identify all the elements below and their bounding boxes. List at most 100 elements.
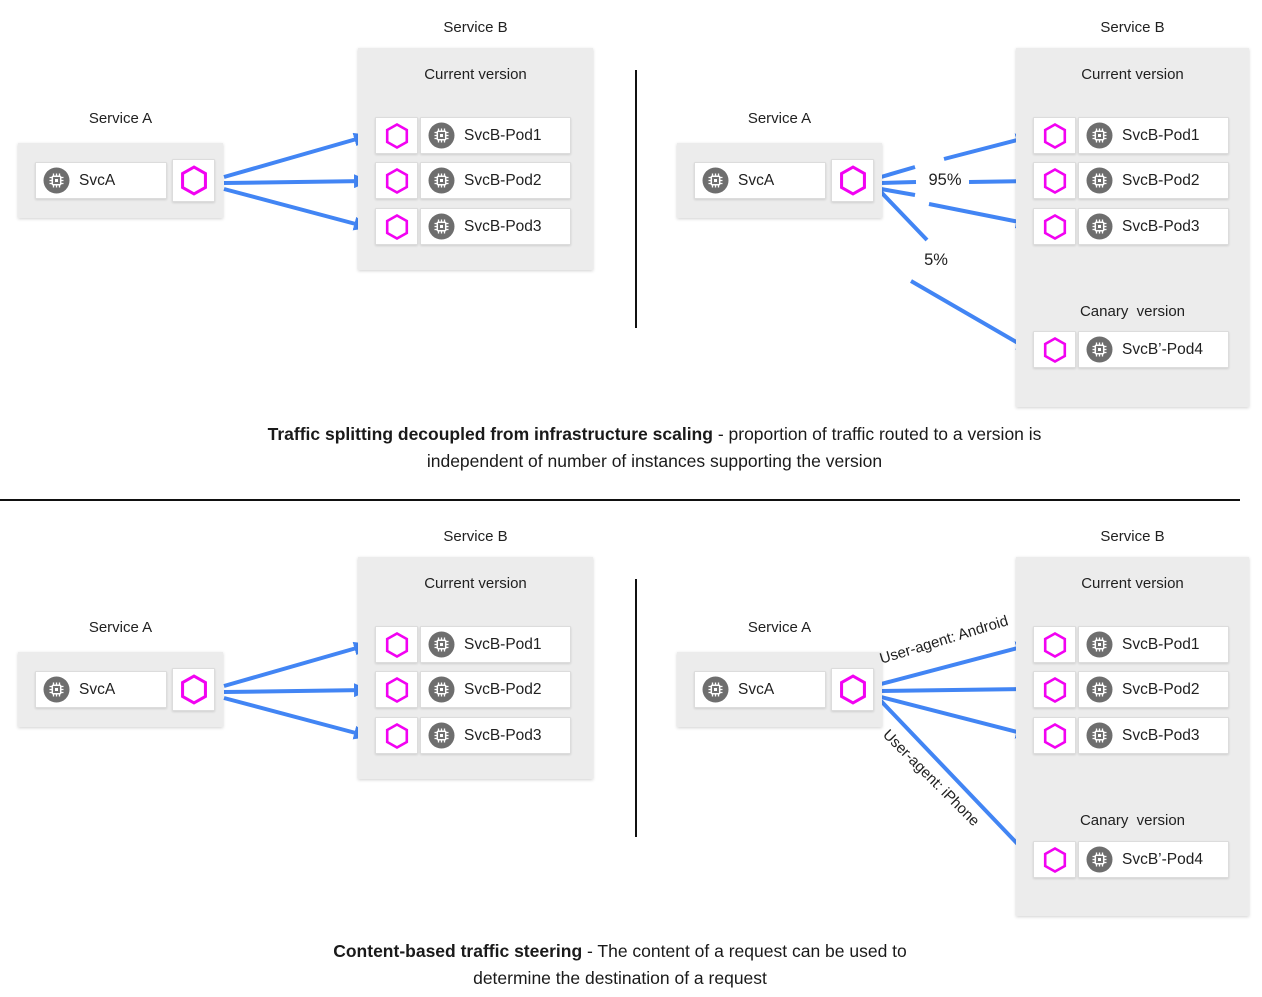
pod-box: SvcB-Pod3 (420, 717, 571, 754)
proxy-box (375, 117, 418, 154)
sidecar-proxy-hexagon-icon (1043, 676, 1066, 703)
caption-rest: - The content of a request can be used t… (582, 941, 907, 961)
sidecar-proxy-hexagon-icon (180, 165, 207, 196)
proxy-box (1033, 671, 1076, 708)
sidecar-proxy-hexagon-icon (385, 676, 408, 703)
workload-box: SvcA (35, 162, 167, 199)
workload-chip-icon (43, 676, 70, 703)
workload-chip-icon (702, 167, 729, 194)
version-title: Current version (1081, 575, 1184, 592)
proxy-box (1033, 331, 1076, 368)
pod-label: SvcB-Pod2 (464, 171, 542, 189)
sidecar-proxy-hexagon-icon (385, 167, 408, 194)
sidecar-proxy-hexagon-icon (1043, 846, 1066, 873)
proxy-box (375, 626, 418, 663)
sidecar-proxy-hexagon-icon (839, 165, 866, 196)
proxy-box (375, 162, 418, 199)
pod-label: SvcB-Pod2 (464, 680, 542, 698)
proxy-box (1033, 626, 1076, 663)
workload-chip-icon (1086, 631, 1113, 658)
proxy-box (1033, 717, 1076, 754)
proxy-box (831, 668, 874, 711)
pod-label: SvcB-Pod3 (1122, 217, 1200, 235)
caption-traffic-splitting: Traffic splitting decoupled from infrast… (77, 421, 1232, 475)
pod-box: SvcB-Pod3 (1078, 717, 1229, 754)
sidecar-proxy-hexagon-icon (1043, 213, 1066, 240)
workload-chip-icon (428, 213, 455, 240)
workload-chip-icon (428, 722, 455, 749)
proxy-box (375, 208, 418, 245)
sidecar-proxy-hexagon-icon (1043, 122, 1066, 149)
proxy-box (172, 159, 215, 202)
caption-rest: - proportion of traffic routed to a vers… (712, 424, 1042, 444)
workload-box: SvcA (694, 671, 826, 708)
pod-box: SvcB’-Pod4 (1078, 841, 1229, 878)
arrows-bottom-left (223, 641, 370, 740)
workload-chip-icon (1086, 122, 1113, 149)
version-title: Current version (424, 66, 527, 83)
workload-chip-icon (1086, 722, 1113, 749)
weight-label-current: 95% (928, 171, 962, 189)
service-b-title: Service B (1100, 19, 1165, 36)
proxy-box (172, 668, 215, 711)
proxy-box (375, 717, 418, 754)
workload-chip-icon (1086, 167, 1113, 194)
pod-box: SvcB-Pod3 (1078, 208, 1229, 245)
proxy-box (1033, 117, 1076, 154)
workload-label: SvcA (79, 680, 116, 698)
pod-box: SvcB-Pod1 (1078, 117, 1229, 154)
caption-line2: independent of number of instances suppo… (426, 451, 883, 471)
pod-box: SvcB-Pod1 (1078, 626, 1229, 663)
service-a-title: Service A (747, 110, 812, 127)
workload-chip-icon (428, 122, 455, 149)
pod-label: SvcB-Pod3 (464, 217, 542, 235)
route-label-iphone: User-agent: iPhone (879, 726, 983, 830)
route-label-android: User-agent: Android (877, 612, 1011, 668)
caption-bold: Content-based traffic steering (333, 941, 583, 961)
proxy-box (1033, 162, 1076, 199)
pod-label: SvcB-Pod1 (464, 126, 542, 144)
pod-box: SvcB-Pod1 (420, 626, 571, 663)
sidecar-proxy-hexagon-icon (385, 213, 408, 240)
proxy-box (831, 159, 874, 202)
workload-chip-icon (1086, 676, 1113, 703)
sidecar-proxy-hexagon-icon (1043, 167, 1066, 194)
workload-chip-icon (43, 167, 70, 194)
sidecar-proxy-hexagon-icon (839, 674, 866, 705)
service-a-title: Service A (88, 110, 153, 127)
caption-line2: determine the destination of a request (473, 968, 767, 988)
pod-label: SvcB-Pod3 (464, 726, 542, 744)
pod-box: SvcB-Pod2 (1078, 671, 1229, 708)
pod-box: SvcB-Pod3 (420, 208, 571, 245)
service-b-title: Service B (443, 19, 508, 36)
workload-box: SvcA (694, 162, 826, 199)
pod-label: SvcB-Pod3 (1122, 726, 1200, 744)
workload-chip-icon (428, 167, 455, 194)
canary-title: Canary version (1079, 303, 1186, 320)
workload-chip-icon (1086, 213, 1113, 240)
sidecar-proxy-hexagon-icon (1043, 336, 1066, 363)
pod-label: SvcB’-Pod4 (1122, 850, 1203, 868)
proxy-box (375, 671, 418, 708)
pod-box: SvcB-Pod2 (420, 162, 571, 199)
pod-box: SvcB-Pod1 (420, 117, 571, 154)
pod-box: SvcB’-Pod4 (1078, 331, 1229, 368)
workload-chip-icon (1086, 336, 1113, 363)
proxy-box (1033, 841, 1076, 878)
workload-label: SvcA (79, 171, 116, 189)
version-title: Current version (424, 575, 527, 592)
canary-title: Canary version (1079, 812, 1186, 829)
service-b-title: Service B (1100, 528, 1165, 545)
pod-label: SvcB-Pod2 (1122, 171, 1200, 189)
version-title: Current version (1081, 66, 1184, 83)
pod-box: SvcB-Pod2 (1078, 162, 1229, 199)
pod-label: SvcB-Pod1 (1122, 126, 1200, 144)
sidecar-proxy-hexagon-icon (385, 631, 408, 658)
workload-chip-icon (428, 676, 455, 703)
arrows-top-left (223, 132, 370, 231)
workload-chip-icon (702, 676, 729, 703)
caption-content-steering: Content-based traffic steering - The con… (95, 938, 1145, 992)
pod-label: SvcB-Pod2 (1122, 680, 1200, 698)
sidecar-proxy-hexagon-icon (1043, 722, 1066, 749)
